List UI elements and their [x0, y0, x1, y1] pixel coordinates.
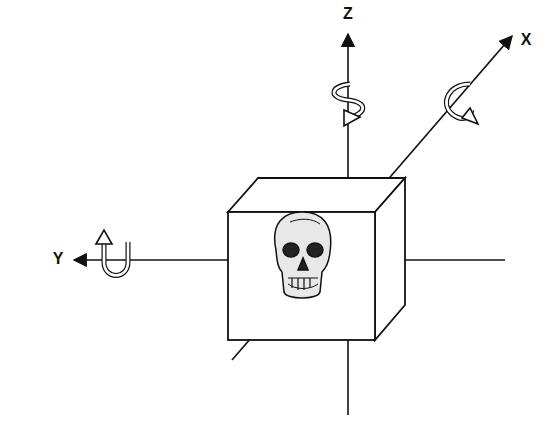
rotation-arrows — [96, 84, 478, 276]
axis-label: X — [521, 32, 532, 48]
skull — [275, 212, 331, 298]
cube — [228, 178, 405, 340]
axis-label: Z — [343, 6, 353, 22]
axis-label: Y — [53, 251, 64, 267]
